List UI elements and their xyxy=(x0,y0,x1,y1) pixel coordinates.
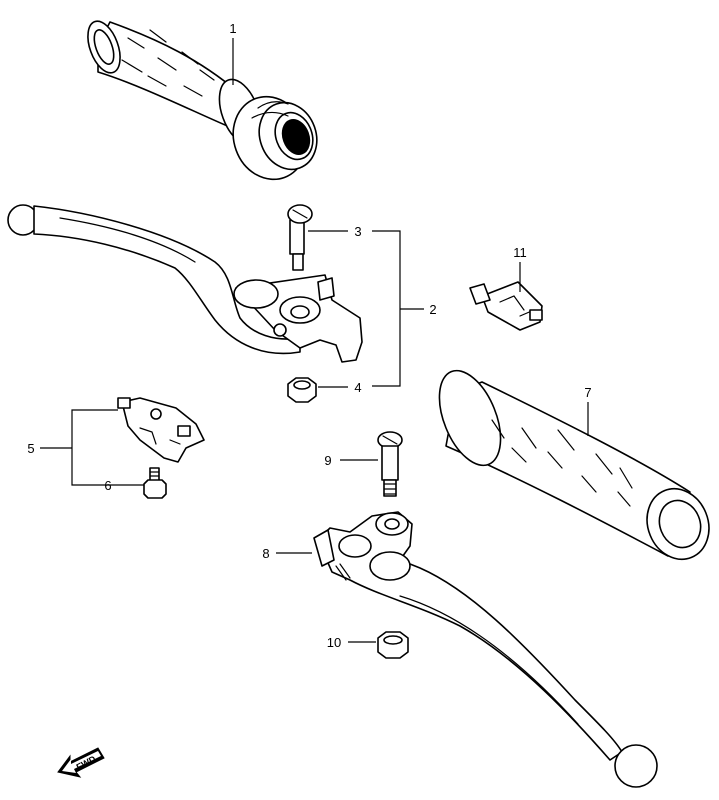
brake-lever-part-8 xyxy=(313,511,658,788)
callout-3: 3 xyxy=(354,224,361,239)
nut-part-4 xyxy=(287,377,317,403)
throttle-grip-part-1 xyxy=(87,20,318,181)
switch-part-11 xyxy=(469,281,543,331)
callout-7: 7 xyxy=(584,385,591,400)
leader-lines xyxy=(40,38,589,643)
callout-10: 10 xyxy=(327,635,341,650)
switch-part-5 xyxy=(117,397,205,463)
nut-part-10 xyxy=(377,631,409,659)
callout-9: 9 xyxy=(324,453,331,468)
handlebar-grip-part-7 xyxy=(438,369,710,561)
callout-2: 2 xyxy=(429,302,436,317)
callout-11: 11 xyxy=(513,245,527,260)
pivot-bolt-part-3 xyxy=(287,204,313,271)
callout-4: 4 xyxy=(354,380,361,395)
callout-5: 5 xyxy=(27,441,34,456)
callout-6: 6 xyxy=(104,478,111,493)
callout-8: 8 xyxy=(262,546,269,561)
callout-labels: 1 3 2 4 11 5 6 7 9 8 10 xyxy=(27,21,591,650)
pivot-bolt-part-9 xyxy=(377,431,403,497)
screw-part-6 xyxy=(143,467,167,499)
callout-1: 1 xyxy=(229,21,236,36)
forward-direction-arrow: FWD xyxy=(57,747,105,778)
lever-assembly-part-2 xyxy=(7,204,363,363)
